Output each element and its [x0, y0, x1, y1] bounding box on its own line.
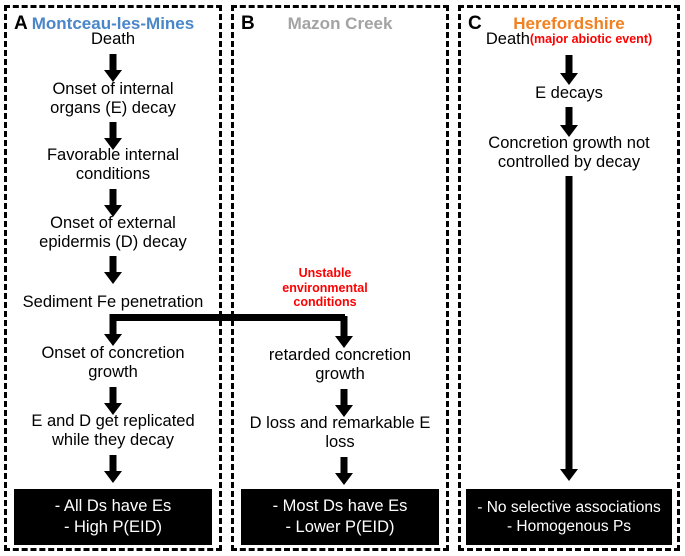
annotation-unstable-conditions: Unstable environmental conditions: [282, 266, 368, 309]
panel-c: C Herefordshire: [458, 5, 680, 551]
arrow-down-icon: [102, 122, 124, 150]
arrow-down-icon: [102, 54, 124, 82]
annotation-major-abiotic-event: (major abiotic event): [529, 32, 653, 46]
panel-c-letter: C: [468, 13, 482, 34]
panel-a-letter: A: [14, 13, 28, 34]
arrow-down-icon: [333, 316, 355, 348]
arrow-down-icon: [102, 387, 124, 415]
arrow-down-icon: [333, 389, 355, 417]
result-box-c: - No selective associations - Homogenous…: [466, 489, 672, 545]
node-a-external-epidermis: Onset of external epidermis (D) decay: [39, 214, 187, 252]
panel-a: A Montceau-les-Mines: [4, 5, 222, 551]
node-a-concretion-growth: Onset of concretion growth: [41, 344, 185, 382]
node-c-death-row: Death(major abiotic event): [458, 30, 680, 49]
panel-a-title: Montceau-les-Mines: [31, 14, 195, 33]
arrow-down-icon: [558, 55, 580, 85]
node-a-favorable-conditions: Favorable internal conditions: [46, 146, 180, 184]
arrow-down-icon: [102, 256, 124, 284]
node-a-sediment-fe: Sediment Fe penetration: [22, 293, 204, 311]
panel-b: B Mazon Creek: [231, 5, 449, 551]
node-c-concretion-not-controlled: Concretion growth not controlled by deca…: [488, 134, 650, 172]
node-b-d-loss: D loss and remarkable E loss: [249, 414, 431, 452]
arrow-down-long-icon: [558, 176, 580, 481]
arrow-down-icon: [102, 189, 124, 217]
node-b-retarded-growth: retarded concretion growth: [268, 346, 412, 384]
connector-a-to-b: [110, 314, 345, 321]
result-box-a: - All Ds have Es - High P(EID): [14, 489, 212, 545]
result-box-b: - Most Ds have Es - Lower P(EID): [241, 489, 439, 545]
panel-b-title: Mazon Creek: [287, 14, 393, 33]
node-a-internal-organs: Onset of internal organs (E) decay: [50, 80, 176, 118]
panel-c-title: Herefordshire: [513, 14, 625, 33]
node-a-death: Death: [90, 30, 136, 48]
arrow-down-icon: [558, 107, 580, 137]
node-c-death: Death: [485, 30, 530, 48]
arrow-down-icon: [102, 318, 124, 346]
arrow-down-icon: [333, 457, 355, 485]
node-a-replicated: E and D get replicated while they decay: [31, 412, 195, 450]
panel-b-letter: B: [241, 13, 255, 34]
arrow-down-icon: [102, 455, 124, 483]
node-c-e-decays: E decays: [535, 84, 603, 102]
